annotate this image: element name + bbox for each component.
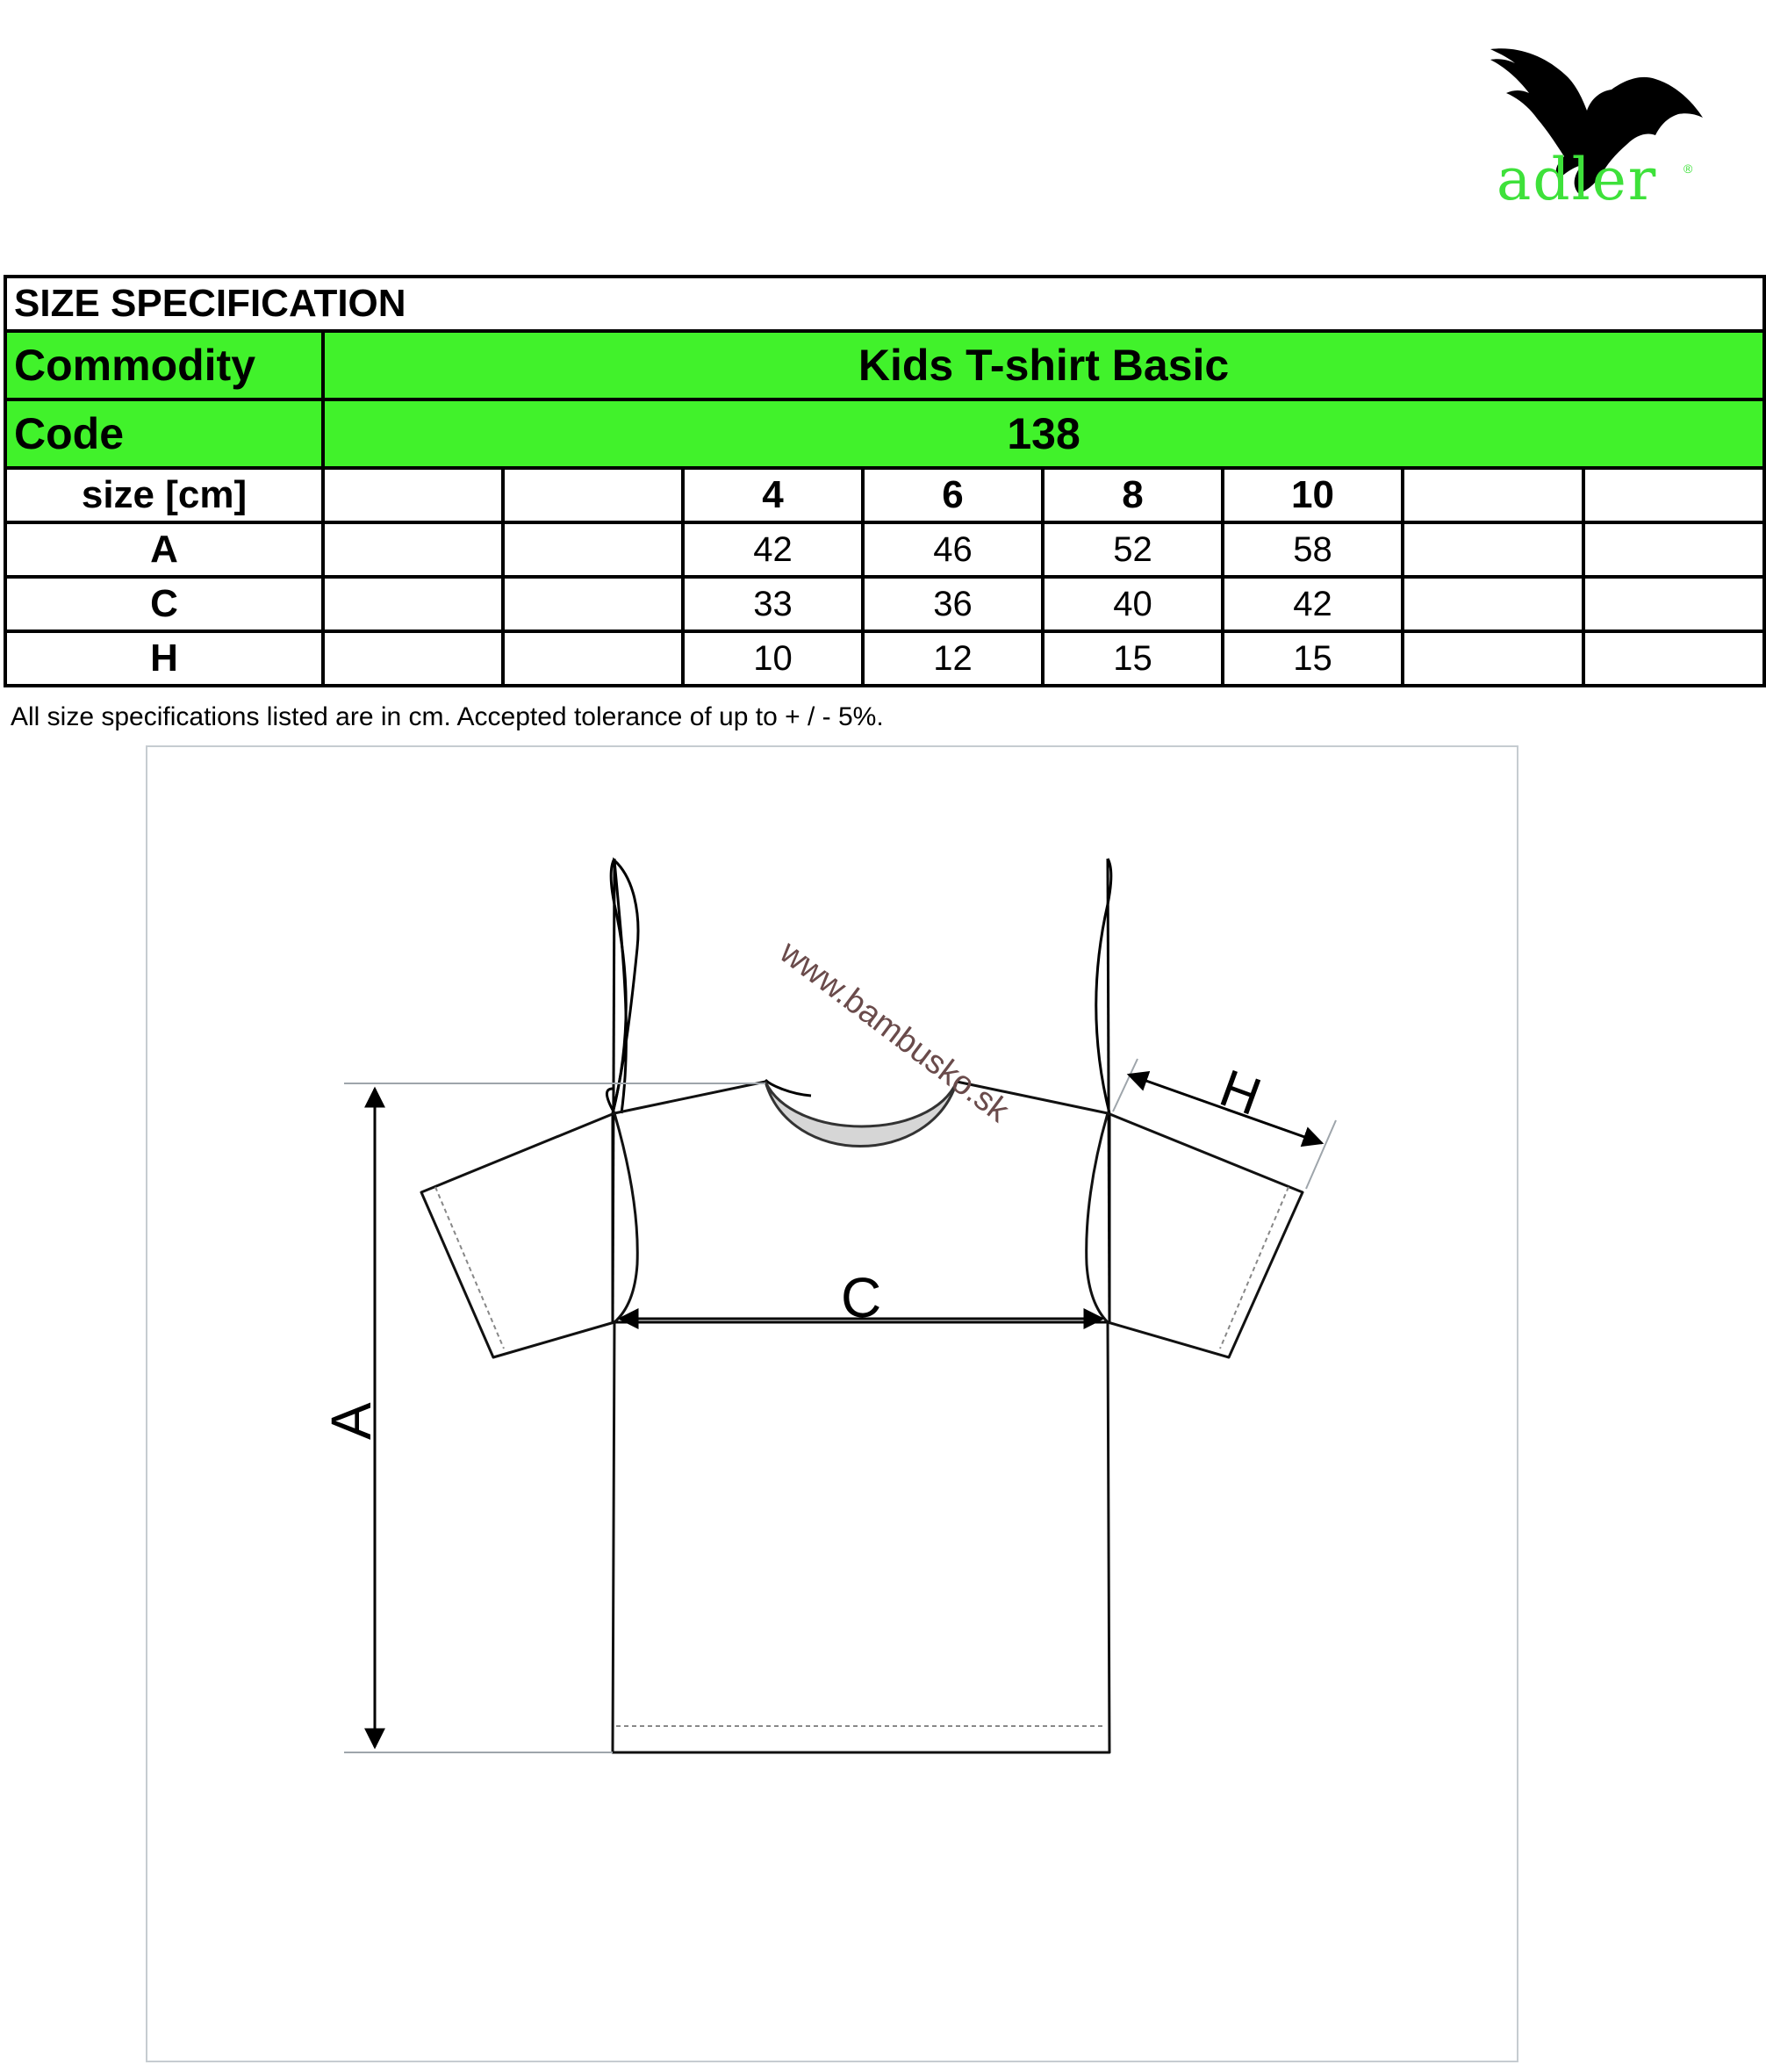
- code-label: Code: [4, 398, 325, 470]
- label-a: A: [319, 1402, 383, 1440]
- neck-collar: [764, 1081, 958, 1148]
- measure-label: H: [4, 630, 325, 687]
- table-row: C 33 36 40 42: [4, 575, 1766, 633]
- table-cell: [501, 575, 685, 633]
- table-cell: [1401, 521, 1585, 579]
- table-cell: 36: [861, 575, 1045, 633]
- table-cell: 58: [1221, 521, 1404, 579]
- label-c: C: [841, 1266, 881, 1329]
- brand-name: adler: [1497, 146, 1658, 213]
- size-header-cell: 10: [1221, 466, 1404, 524]
- size-header-cell: 4: [681, 466, 865, 524]
- diagram-frame: [146, 745, 1518, 2062]
- table-cell: 40: [1041, 575, 1224, 633]
- size-header-cell: [321, 466, 505, 524]
- table-row: H 10 12 15 15: [4, 630, 1766, 687]
- table-cell: [501, 521, 685, 579]
- commodity-row: Commodity Kids T-shirt Basic: [4, 329, 1766, 401]
- table-cell: [1581, 630, 1766, 687]
- eagle-logo-icon: [1490, 48, 1703, 193]
- table-cell: [1401, 630, 1585, 687]
- table-cell: 15: [1041, 630, 1224, 687]
- table-cell: [1581, 521, 1766, 579]
- size-label: size [cm]: [4, 466, 325, 524]
- table-cell: [321, 521, 505, 579]
- code-value: 138: [320, 398, 1766, 470]
- size-header-cell: [1401, 466, 1585, 524]
- table-title: SIZE SPECIFICATION: [3, 275, 1766, 333]
- size-header-cell: [1581, 466, 1766, 524]
- table-cell: 42: [1221, 575, 1404, 633]
- table-row: A 42 46 52 58: [4, 521, 1766, 579]
- label-h: H: [1213, 1058, 1269, 1126]
- commodity-value: Kids T-shirt Basic: [320, 329, 1766, 401]
- measurement-a: [344, 1083, 765, 1753]
- sleeve-hem-stitch: [434, 1186, 1289, 1727]
- table-cell: 12: [861, 630, 1045, 687]
- table-cell: 52: [1041, 521, 1224, 579]
- watermark: www.bambusko.sk: [772, 933, 1016, 1130]
- table-cell: [321, 630, 505, 687]
- size-header-cell: 6: [861, 466, 1045, 524]
- table-cell: [1401, 575, 1585, 633]
- tshirt-outline: [606, 857, 1113, 1324]
- tolerance-note: All size specifications listed are in cm…: [11, 702, 884, 731]
- size-specification-table: SIZE SPECIFICATION Commodity Kids T-shir…: [3, 275, 1766, 687]
- code-row: Code 138: [4, 398, 1766, 470]
- table-cell: 46: [861, 521, 1045, 579]
- table-cell: 42: [681, 521, 865, 579]
- table-cell: [501, 630, 685, 687]
- size-header-row: size [cm] 4 6 8 10: [4, 466, 1766, 524]
- commodity-label: Commodity: [4, 329, 325, 401]
- registered-mark: ®: [1683, 162, 1693, 176]
- measure-label: C: [4, 575, 325, 633]
- measure-label: A: [4, 521, 325, 579]
- measurement-h: [1112, 1058, 1337, 1190]
- size-header-cell: [501, 466, 685, 524]
- size-header-cell: 8: [1041, 466, 1224, 524]
- table-cell: 33: [681, 575, 865, 633]
- table-cell: [1581, 575, 1766, 633]
- table-cell: [321, 575, 505, 633]
- table-title-row: SIZE SPECIFICATION: [3, 275, 1766, 333]
- tshirt-shape: [420, 1080, 1304, 1754]
- table-cell: 10: [681, 630, 865, 687]
- table-cell: 15: [1221, 630, 1404, 687]
